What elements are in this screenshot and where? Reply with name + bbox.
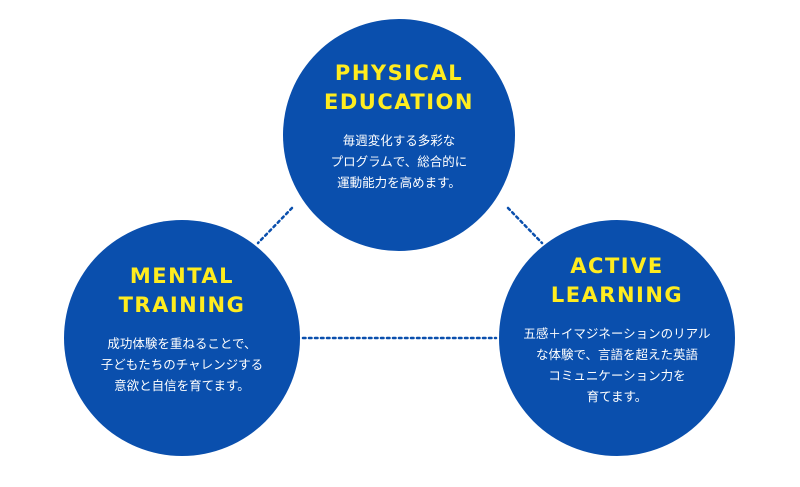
circle-title: ACTIVE LEARNING <box>550 253 684 307</box>
circle-active-learning: ACTIVE LEARNING 五感＋イマジネーションのリアル な体験で、言語を… <box>499 220 735 456</box>
connector-top-right <box>506 206 544 245</box>
connector-top-left <box>256 206 294 245</box>
circle-title: PHYSICAL EDUCATION <box>324 61 474 114</box>
circle-title: MENTAL TRAINING <box>118 264 246 317</box>
circle-mental-training: MENTAL TRAINING 成功体験を重ねることで、 子どもたちのチャレンジ… <box>64 220 300 456</box>
circle-description: 毎週変化する多彩な プログラムで、総合的に 運動能力を高めます。 <box>330 133 468 190</box>
circle-description: 五感＋イマジネーションのリアル な体験で、言語を超えた英語 コミュニケーション力… <box>523 325 711 404</box>
circle-description: 成功体験を重ねることで、 子どもたちのチャレンジする 意欲と自信を育てます。 <box>100 336 264 393</box>
circle-physical-education: PHYSICAL EDUCATION 毎週変化する多彩な プログラムで、総合的に… <box>283 19 515 251</box>
